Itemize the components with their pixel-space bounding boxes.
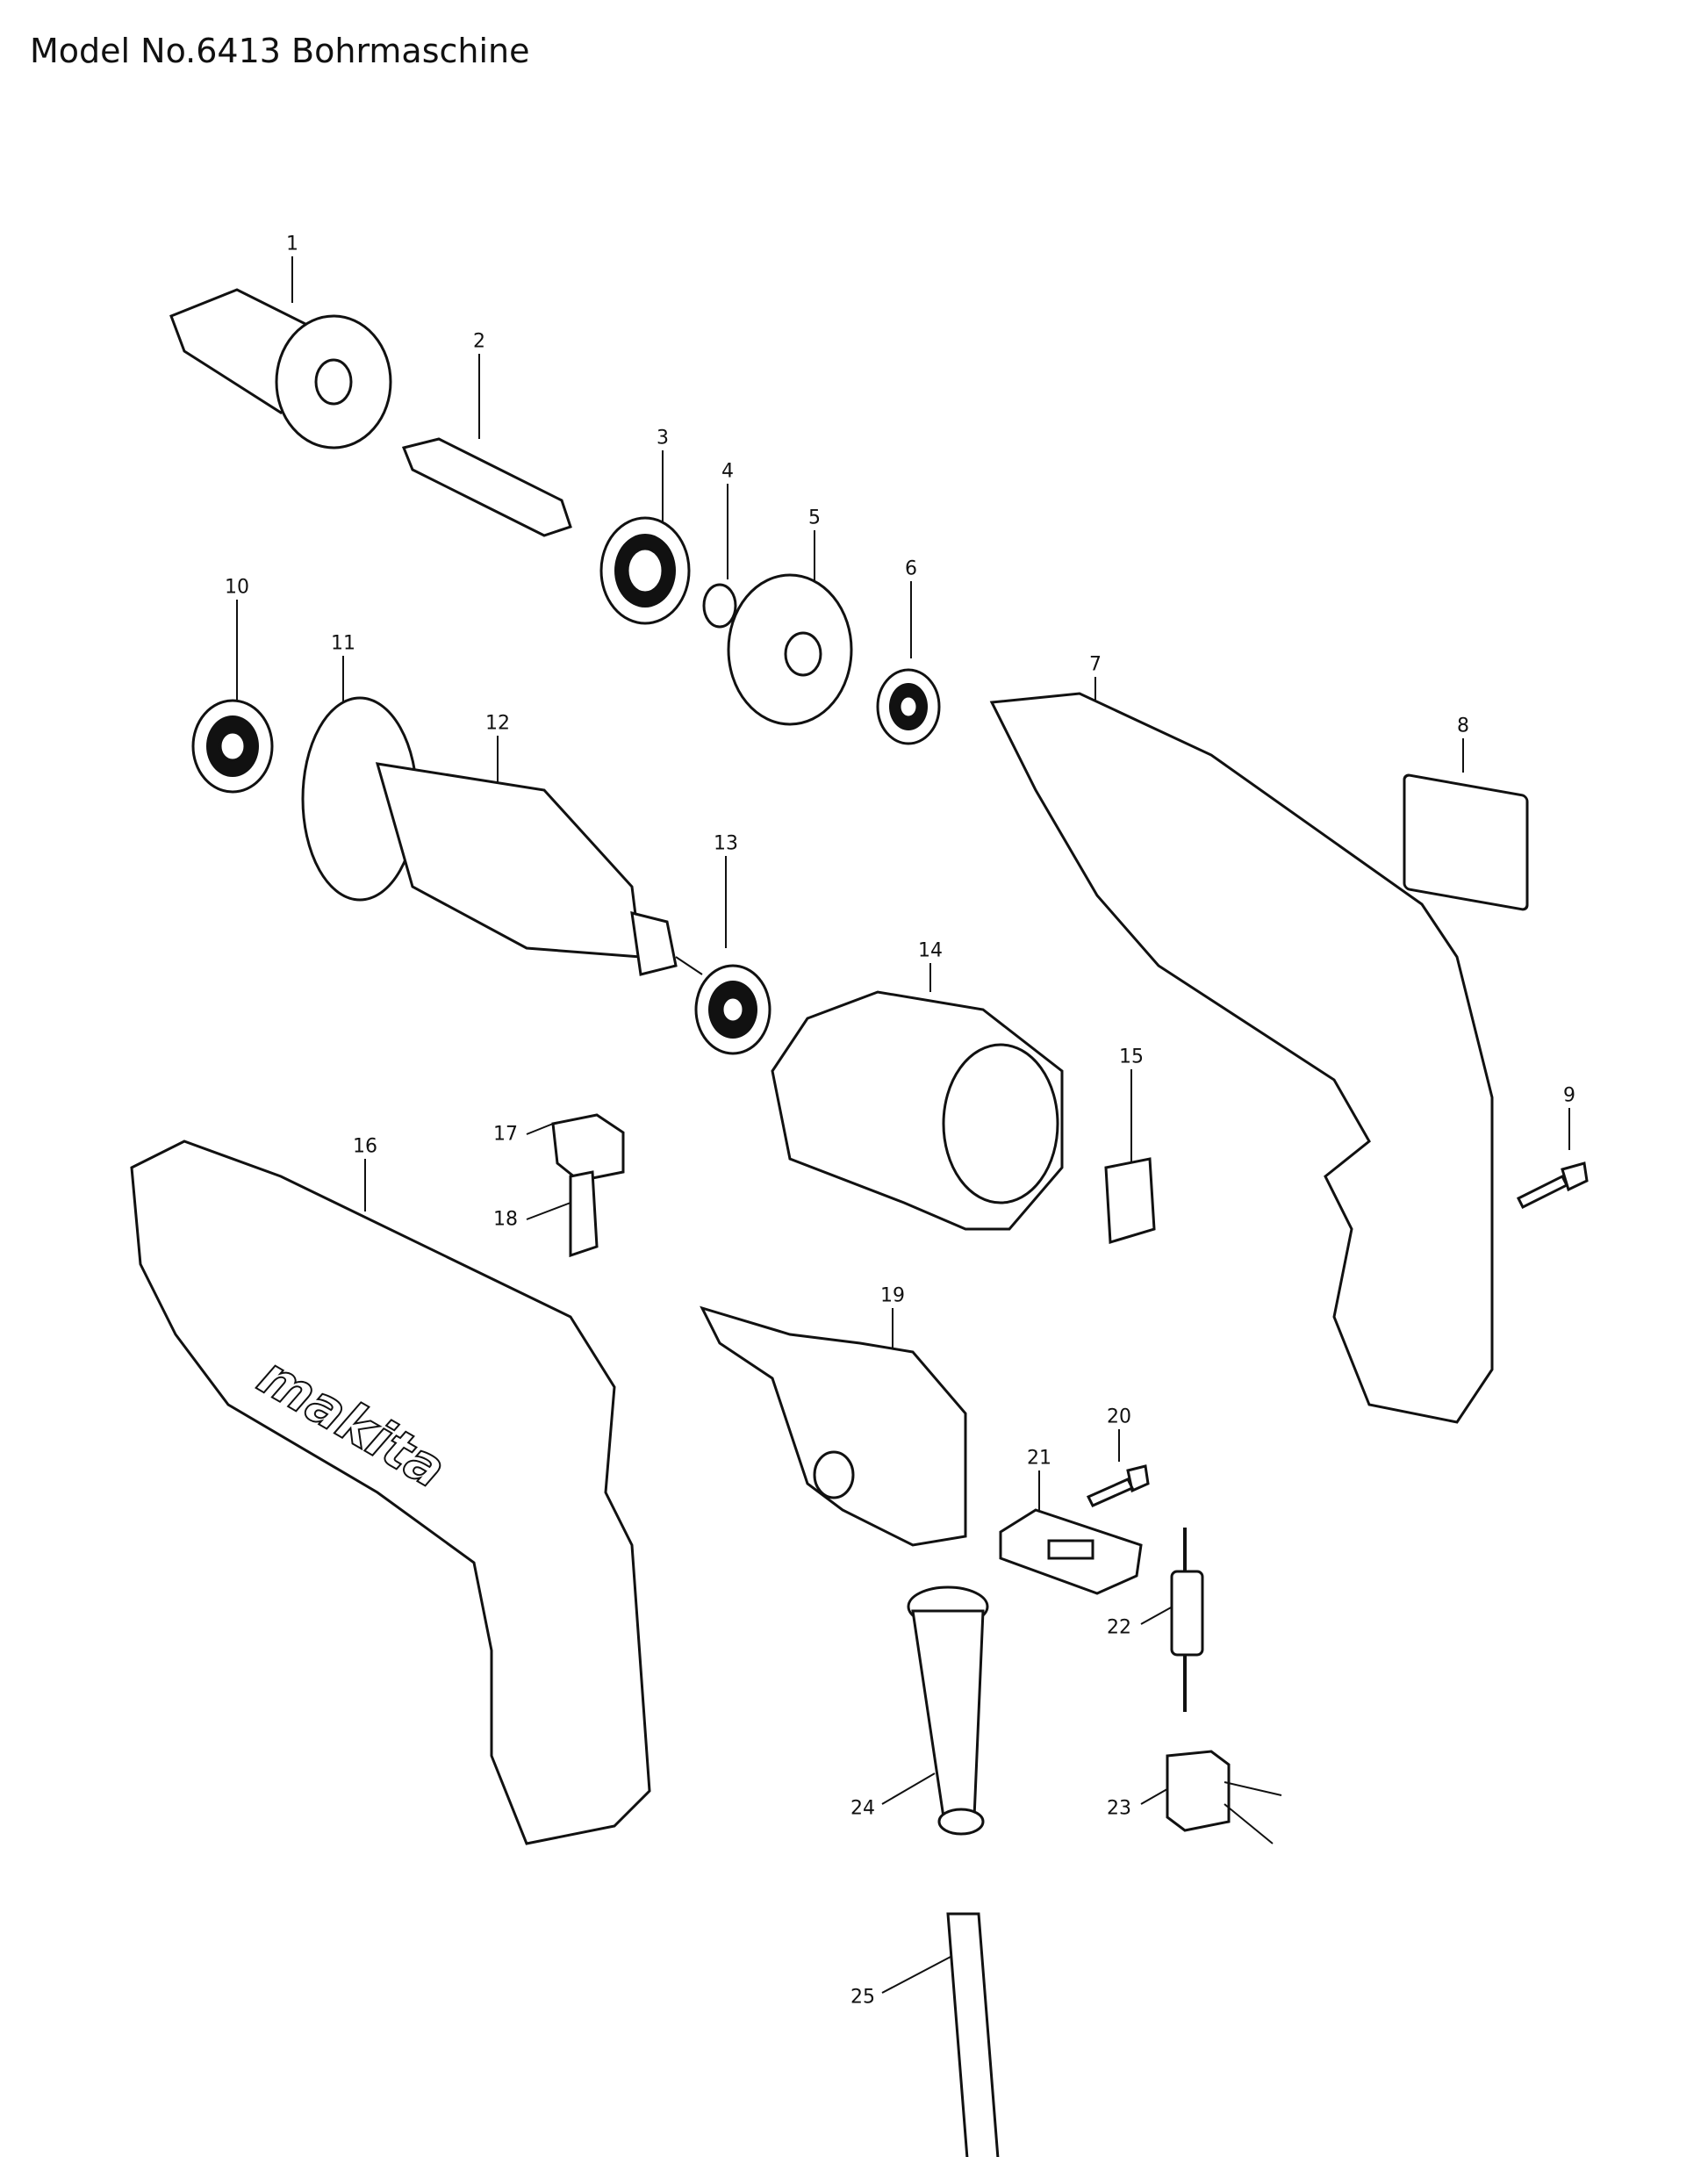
part-label-8: 8 bbox=[1457, 715, 1469, 737]
part-label-4: 4 bbox=[721, 460, 734, 483]
part-23-capacitor bbox=[1166, 1750, 1282, 1844]
part-2-spindle bbox=[401, 437, 572, 537]
part-14-field bbox=[771, 990, 1064, 1231]
part-label-5: 5 bbox=[808, 507, 821, 529]
part-8-name-plate bbox=[1403, 773, 1529, 911]
part-label-13: 13 bbox=[714, 832, 738, 855]
page-title: Model No.6413 Bohrmaschine bbox=[30, 32, 530, 70]
part-1-drill-chuck bbox=[169, 288, 392, 449]
part-label-15: 15 bbox=[1119, 1046, 1144, 1068]
part-label-22: 22 bbox=[1107, 1616, 1131, 1639]
part-label-1: 1 bbox=[286, 233, 298, 255]
part-5-spur-gear bbox=[727, 573, 853, 726]
part-label-2: 2 bbox=[473, 330, 485, 353]
part-label-17: 17 bbox=[493, 1123, 518, 1146]
part-label-14: 14 bbox=[918, 939, 943, 962]
part-label-12: 12 bbox=[485, 712, 510, 735]
part-label-9: 9 bbox=[1563, 1084, 1575, 1107]
part-6-ball-bearing bbox=[876, 668, 941, 745]
part-15-brush-holder-clip bbox=[1104, 1157, 1156, 1244]
part-22-noise-suppressor bbox=[1170, 1528, 1204, 1712]
part-12-armature bbox=[301, 696, 703, 976]
part-label-25: 25 bbox=[850, 1986, 875, 2009]
part-3-ball-bearing bbox=[599, 516, 691, 625]
part-13-ball-bearing bbox=[694, 964, 771, 1055]
part-label-7: 7 bbox=[1089, 653, 1102, 676]
part-7-housing-set bbox=[989, 692, 1494, 1424]
part-label-16: 16 bbox=[353, 1135, 377, 1158]
part-9-tapping-screw bbox=[1516, 1161, 1589, 1210]
part-16-motor-housing: makita bbox=[130, 1140, 651, 1845]
part-4-retaining-ring bbox=[702, 583, 737, 629]
part-18-carbon-brush bbox=[569, 1170, 599, 1258]
part-label-21: 21 bbox=[1027, 1447, 1051, 1470]
part-label-18: 18 bbox=[493, 1208, 518, 1231]
part-label-20: 20 bbox=[1107, 1406, 1131, 1428]
part-label-3: 3 bbox=[657, 427, 669, 449]
part-24-cord-guard bbox=[907, 1585, 989, 1836]
part-10-ball-bearing bbox=[191, 699, 274, 794]
part-25-cord bbox=[946, 1912, 1000, 2157]
part-label-10: 10 bbox=[225, 576, 249, 599]
part-label-6: 6 bbox=[905, 557, 917, 580]
part-17-brush-holder-cap bbox=[551, 1113, 625, 1183]
part-19-switch bbox=[700, 1305, 967, 1547]
part-label-11: 11 bbox=[331, 632, 355, 655]
part-label-23: 23 bbox=[1107, 1797, 1131, 1820]
part-20-tapping-screw bbox=[1086, 1464, 1150, 1507]
part-label-24: 24 bbox=[850, 1797, 875, 1820]
part-label-19: 19 bbox=[880, 1284, 905, 1307]
part-21-strain-relief bbox=[999, 1508, 1143, 1595]
